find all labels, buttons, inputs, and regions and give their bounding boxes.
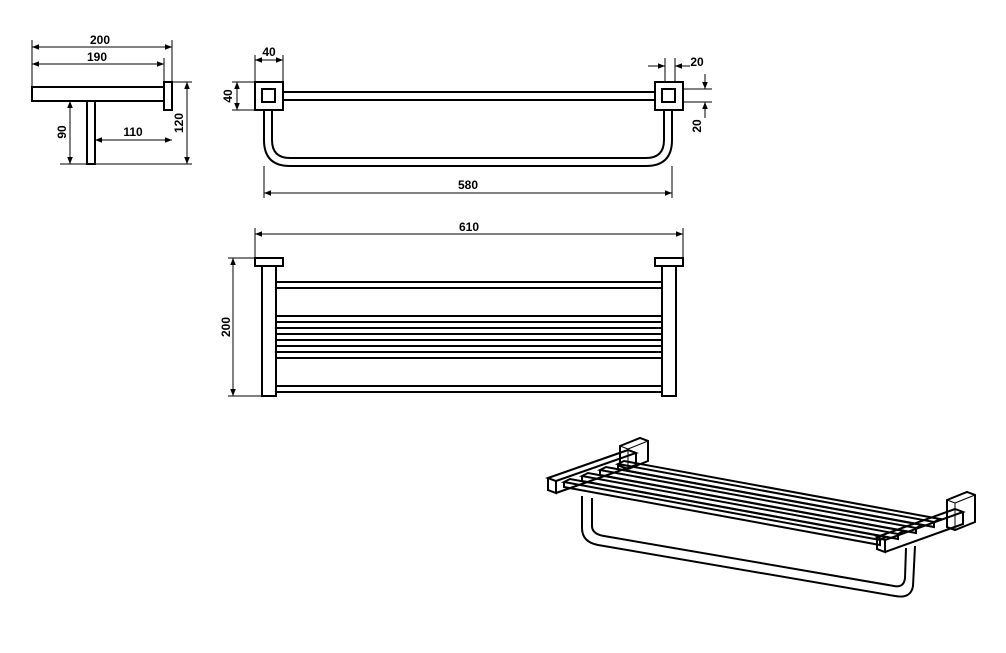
dim-side-width-total: 200 [90,33,110,47]
front-view: 40 40 20 20 580 [221,45,712,198]
side-view: 200 190 90 110 120 [31,33,192,165]
isometric-view [545,436,976,598]
dim-side-offset: 110 [123,125,143,139]
dim-front-tube-h: 20 [690,119,704,133]
dim-side-width-bar: 190 [87,50,107,64]
dim-top-depth: 200 [219,317,233,337]
dim-front-span: 580 [458,178,478,192]
dim-front-block-h: 40 [221,89,235,103]
top-view: 610 200 [219,220,684,397]
dim-front-block: 40 [262,45,276,59]
dim-top-span: 610 [459,220,479,234]
dim-side-height: 120 [172,113,186,133]
dim-side-drop: 90 [55,125,69,139]
dim-front-tube: 20 [690,55,704,69]
